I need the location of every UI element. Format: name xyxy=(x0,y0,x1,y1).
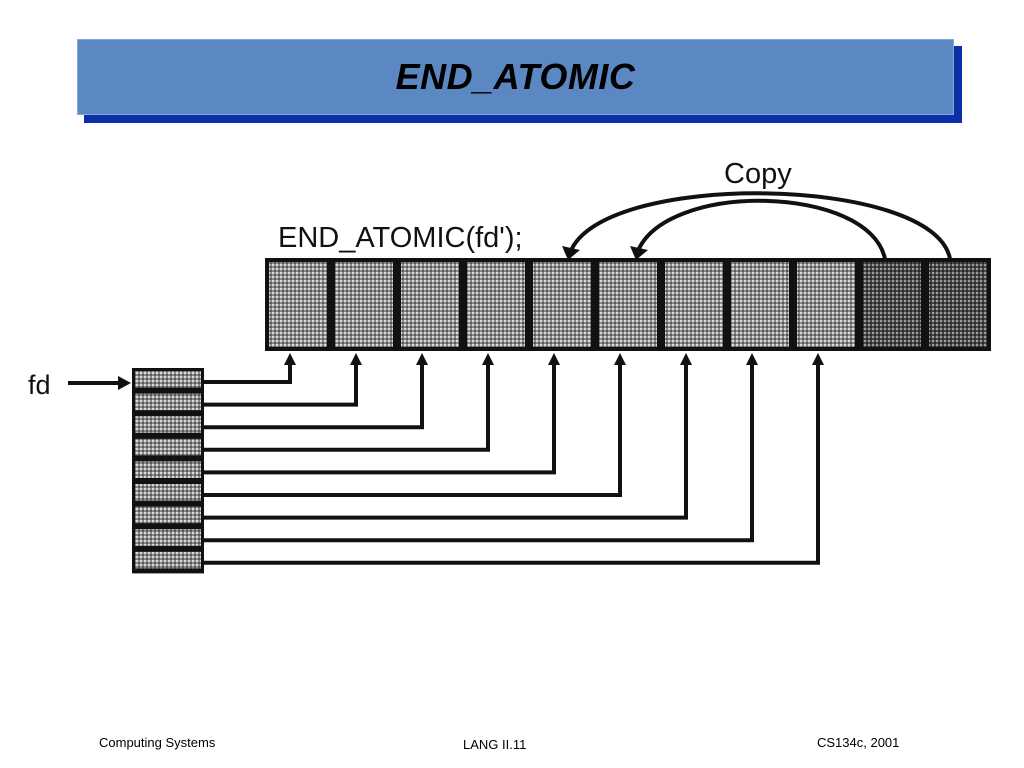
footer-course: Computing Systems xyxy=(99,735,216,750)
table-cell xyxy=(401,262,459,347)
pointer-line xyxy=(204,363,292,384)
pointer-line xyxy=(204,363,688,520)
copy-label: Copy xyxy=(724,158,792,190)
table-cell xyxy=(929,262,987,347)
table-cell xyxy=(533,262,591,347)
fd-arrow-head xyxy=(118,376,131,390)
copy-arc-inner xyxy=(635,198,887,260)
footer-date: CS134c, 2001 xyxy=(817,735,900,750)
copy-arc-outer xyxy=(568,191,952,260)
pointer-arrow-head xyxy=(746,353,758,365)
pointer-arrow-head xyxy=(482,353,494,365)
pointer-arrow-head xyxy=(614,353,626,365)
copy-arc-inner-head xyxy=(630,246,648,260)
fd-entry xyxy=(135,416,201,433)
pointer-line xyxy=(204,363,556,475)
fd-entry xyxy=(135,506,201,524)
table-cell xyxy=(467,262,525,347)
fd-label: fd xyxy=(28,370,51,400)
slide-title: END_ATOMIC xyxy=(395,56,636,97)
pointer-line xyxy=(204,363,424,430)
table-cell xyxy=(599,262,657,347)
pointer-line xyxy=(204,363,820,565)
pointer-lines xyxy=(204,353,824,565)
table-cell xyxy=(797,262,855,347)
table-cell xyxy=(665,262,723,347)
table-cell xyxy=(863,262,921,347)
copy-arc-outer-head xyxy=(562,246,580,260)
fd-entry xyxy=(135,551,201,569)
footer-slide-number: LANG II.11 xyxy=(463,737,527,752)
fd-entry xyxy=(135,484,201,501)
fd-entry xyxy=(135,461,201,478)
pointer-arrow-head xyxy=(350,353,362,365)
table-cell xyxy=(731,262,789,347)
pointer-arrow-head xyxy=(416,353,428,365)
fd-array xyxy=(132,368,204,574)
title-bar: END_ATOMIC xyxy=(77,39,954,115)
pointer-arrow-head xyxy=(680,353,692,365)
pointer-line xyxy=(204,363,754,543)
pointer-arrow-head xyxy=(812,353,824,365)
pointer-arrow-head xyxy=(548,353,560,365)
fd-entry xyxy=(135,393,201,411)
pointer-line xyxy=(204,363,490,452)
call-label: END_ATOMIC(fd'); xyxy=(278,222,523,254)
fd-entry xyxy=(135,371,201,388)
file-table xyxy=(265,258,991,351)
pointer-line xyxy=(204,363,358,407)
table-cell xyxy=(335,262,393,347)
fd-entry xyxy=(135,438,201,456)
pointer-line xyxy=(204,363,622,497)
pointer-arrow-head xyxy=(284,353,296,365)
fd-entry xyxy=(135,529,201,546)
table-cell xyxy=(269,262,327,347)
